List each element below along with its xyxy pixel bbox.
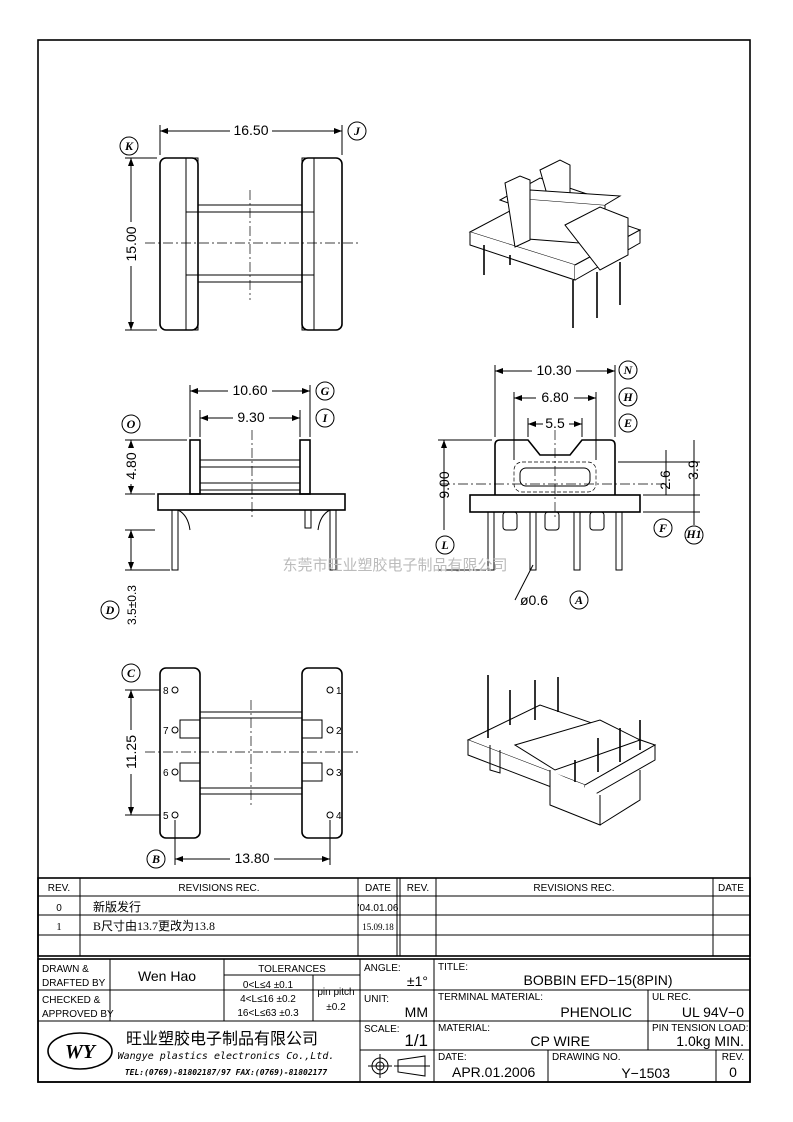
ul-rec: UL 94V−0 xyxy=(682,1004,744,1020)
scale-label: SCALE: xyxy=(364,1024,400,1035)
label-l: L xyxy=(440,538,448,552)
label-g: G xyxy=(321,384,330,398)
label-a: A xyxy=(574,593,583,607)
label-i: I xyxy=(322,411,329,425)
dim-9-00: 9.00 xyxy=(436,471,452,498)
terminal-material: PHENOLIC xyxy=(560,1004,632,1020)
rev-row-1-rec: B尺寸由13.7更改为13.8 xyxy=(93,919,215,933)
scale: 1/1 xyxy=(404,1031,428,1050)
dim-4-80: 4.80 xyxy=(123,452,139,479)
projection-symbol-icon xyxy=(368,1054,430,1078)
pin-pitch-label: pin pitch xyxy=(317,987,354,998)
label-h: H xyxy=(622,390,633,404)
checked-label-2: APPROVED BY xyxy=(42,1009,114,1020)
dim-3-5: 3.5±0.3 xyxy=(125,585,139,625)
title-label: TITLE: xyxy=(438,962,468,973)
material: CP WIRE xyxy=(530,1033,590,1049)
drawn-by: Wen Hao xyxy=(138,968,196,984)
dim-6-80: 6.80 xyxy=(541,389,568,405)
title: BOBBIN EFD−15(8PIN) xyxy=(524,972,673,988)
dim-9-30: 9.30 xyxy=(237,409,264,425)
label-j: J xyxy=(353,124,361,138)
drawn-label-1: DRAWN & xyxy=(42,964,89,975)
pin-tension-label: PIN TENSION LOAD: xyxy=(652,1023,749,1034)
unit-label: UNIT: xyxy=(364,994,389,1005)
tolerances-label: TOLERANCES xyxy=(258,964,326,975)
pin-tension: 1.0kg MIN. xyxy=(676,1033,744,1049)
rev-row-1-date: 15.09.18 xyxy=(362,922,394,932)
pin-1: 1 xyxy=(336,686,342,697)
angle-label: ANGLE: xyxy=(364,963,401,974)
drawing-no-label: DRAWING NO. xyxy=(552,1052,621,1063)
title-block: DRAWN & DRAFTED BY Wen Hao CHECKED & APP… xyxy=(37,958,751,1083)
label-b: B xyxy=(151,852,160,866)
ul-rec-label: UL REC. xyxy=(652,992,691,1003)
isometric-view-top xyxy=(468,159,642,328)
company-logo-text: WY xyxy=(65,1041,97,1063)
dim-10-60: 10.60 xyxy=(232,382,267,398)
pin-6: 6 xyxy=(163,768,169,779)
rev-row-0-rec: 新版发行 xyxy=(93,899,141,914)
label-o: O xyxy=(127,417,136,431)
material-label: MATERIAL: xyxy=(438,1023,490,1034)
rev-row-1-rev: 1 xyxy=(56,921,62,933)
dim-16-50: 16.50 xyxy=(233,122,268,138)
label-e: E xyxy=(623,416,632,430)
rev-label: REV. xyxy=(722,1052,744,1063)
tolerance-1: 0<L≤4 ±0.1 xyxy=(243,980,294,991)
pin-7: 7 xyxy=(163,726,169,737)
rev: 0 xyxy=(729,1064,737,1080)
front-view: 10.30 6.80 5.5 9.00 2.6 3.9 ø0.6 A N H E… xyxy=(435,360,704,610)
pin-pitch: ±0.2 xyxy=(326,1002,346,1013)
side-view: 10.60 9.30 4.80 3.5±0.3 G I O D xyxy=(100,381,346,625)
label-d: D xyxy=(105,603,115,617)
rev-header: REV. xyxy=(48,883,70,894)
drawing-no: Y−1503 xyxy=(621,1065,670,1081)
pin-3: 3 xyxy=(336,768,342,779)
label-k: K xyxy=(124,139,134,153)
tolerance-3: 16<L≤63 ±0.3 xyxy=(237,1008,299,1019)
dim-5-5: 5.5 xyxy=(545,415,565,431)
date: APR.01.2006 xyxy=(452,1064,535,1080)
pin-8: 8 xyxy=(163,686,169,697)
bottom-view: 1 2 3 4 5 6 7 8 11.25 13.80 C B xyxy=(121,663,360,869)
date-label: DATE: xyxy=(438,1052,467,1063)
revision-table: REV. REVISIONS REC. DATE REV. REVISIONS … xyxy=(37,877,751,957)
watermark: 东莞市旺业塑胶电子制品有限公司 xyxy=(282,556,507,574)
checked-label-1: CHECKED & xyxy=(42,995,101,1006)
pin-4: 4 xyxy=(336,811,342,822)
unit: MM xyxy=(405,1004,428,1020)
date-header-2: DATE xyxy=(718,883,744,894)
top-view: 16.50 15.00 K J xyxy=(119,121,367,331)
dim-15-00: 15.00 xyxy=(123,226,139,261)
company-name-en: Wangye plastics electronics Co.,Ltd. xyxy=(118,1051,335,1062)
dim-3-9: 3.9 xyxy=(685,460,701,480)
rev-row-0-rev: 0 xyxy=(56,903,62,914)
label-h1: H1 xyxy=(685,527,701,541)
revisions-rec-header-2: REVISIONS REC. xyxy=(533,883,614,894)
dim-pin-dia: ø0.6 xyxy=(520,592,548,608)
isometric-view-bottom xyxy=(466,675,657,826)
dim-10-30: 10.30 xyxy=(536,362,571,378)
drawn-label-2: DRAFTED BY xyxy=(42,978,106,989)
company-name-cn: 旺业塑胶电子制品有限公司 xyxy=(126,1030,318,1048)
company-logo xyxy=(47,1032,113,1070)
pin-2: 2 xyxy=(336,726,342,737)
company-contact: TEL:(0769)-81802187/97 FAX:(0769)-818021… xyxy=(125,1068,327,1077)
label-n: N xyxy=(623,363,634,377)
label-f: F xyxy=(658,521,667,535)
dim-2-6: 2.6 xyxy=(657,470,673,490)
terminal-material-label: TERMINAL MATERIAL: xyxy=(438,992,543,1003)
dim-13-80: 13.80 xyxy=(234,850,269,866)
rev-row-0-date: '04.01.06 xyxy=(358,903,399,914)
dim-11-25: 11.25 xyxy=(123,735,139,769)
rev-header-2: REV. xyxy=(407,883,429,894)
angle: ±1° xyxy=(407,973,428,989)
revisions-rec-header: REVISIONS REC. xyxy=(178,883,259,894)
pin-5: 5 xyxy=(163,811,169,822)
label-c: C xyxy=(127,666,136,680)
date-header: DATE xyxy=(365,883,391,894)
tolerance-2: 4<L≤16 ±0.2 xyxy=(240,994,296,1005)
